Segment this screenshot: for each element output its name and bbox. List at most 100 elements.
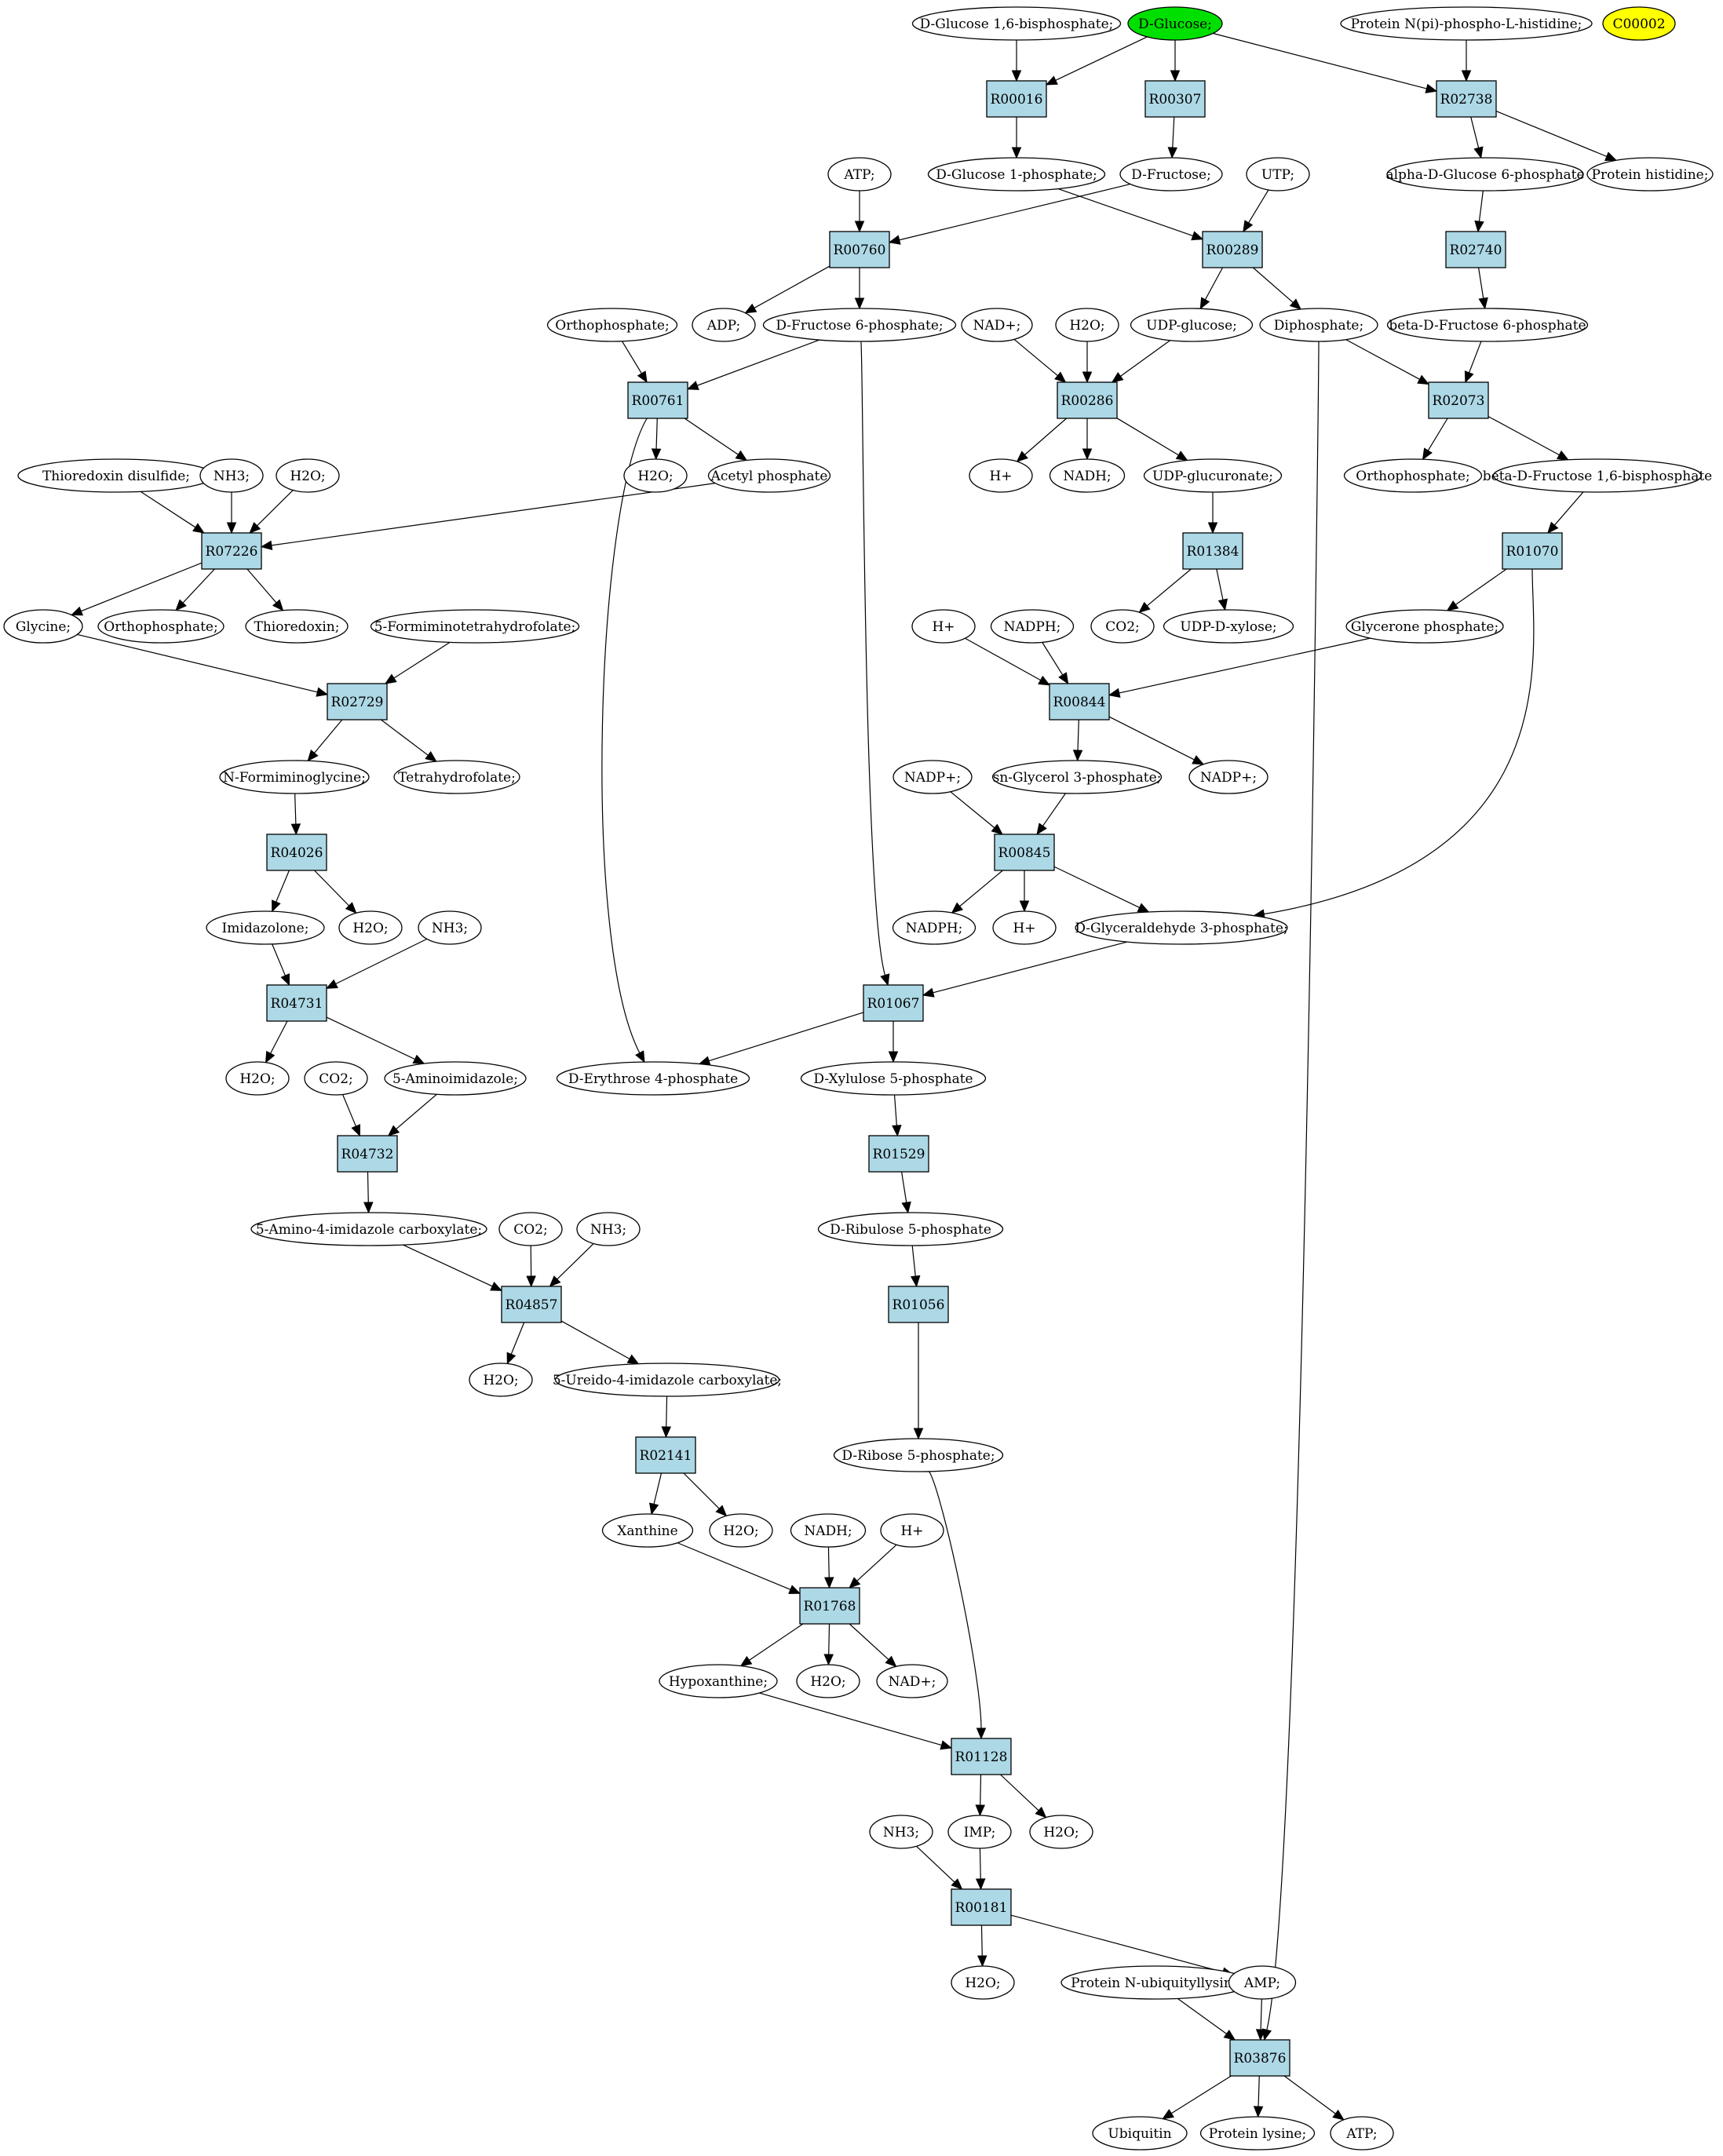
compound-node[interactable]: Thioredoxin; bbox=[245, 609, 349, 644]
compound-node[interactable]: NADH; bbox=[1049, 458, 1126, 493]
compound-node[interactable]: H+ bbox=[992, 910, 1057, 945]
compound-node[interactable]: H2O; bbox=[623, 458, 688, 493]
compound-node[interactable]: D-Fructose 6-phosphate; bbox=[762, 308, 957, 342]
reaction-node[interactable]: R00016 bbox=[986, 80, 1047, 118]
compound-node[interactable]: UDP-D-xylose; bbox=[1163, 609, 1294, 644]
compound-node[interactable]: UDP-glucose; bbox=[1130, 308, 1254, 342]
reaction-node[interactable]: R01384 bbox=[1182, 532, 1243, 570]
compound-node[interactable]: Orthophosphate; bbox=[97, 609, 225, 644]
compound-node[interactable]: Protein histidine; bbox=[1586, 157, 1714, 192]
compound-node[interactable]: CO2; bbox=[1090, 609, 1155, 644]
compound-node[interactable]: NH3; bbox=[576, 1212, 641, 1246]
compound-node[interactable]: Protein N(pi)-phospho-L-histidine; bbox=[1340, 6, 1593, 41]
reaction-node[interactable]: R04731 bbox=[266, 984, 327, 1022]
compound-node[interactable]: Orthophosphate; bbox=[1343, 458, 1483, 493]
compound-node[interactable]: Hypoxanthine; bbox=[659, 1664, 778, 1698]
compound-node[interactable]: Glycine; bbox=[3, 609, 83, 644]
reaction-node[interactable]: R00761 bbox=[627, 381, 688, 419]
compound-node[interactable]: IMP; bbox=[947, 1815, 1012, 1849]
reaction-node[interactable]: R01529 bbox=[868, 1135, 929, 1173]
compound-node[interactable]: H2O; bbox=[1029, 1815, 1093, 1849]
compound-node[interactable]: D-Glucose 1,6-bisphosphate; bbox=[911, 6, 1122, 41]
reaction-node[interactable]: R01128 bbox=[951, 1738, 1012, 1775]
compound-node[interactable]: sn-Glycerol 3-phosphate; bbox=[991, 760, 1163, 794]
reaction-node[interactable]: R04857 bbox=[501, 1286, 562, 1323]
compound-node[interactable]: C00002 bbox=[1602, 6, 1676, 41]
compound-node[interactable]: D-Glucose 1-phosphate; bbox=[927, 157, 1106, 192]
compound-node[interactable]: ATP; bbox=[1330, 2116, 1394, 2151]
reaction-node[interactable]: R01768 bbox=[799, 1587, 860, 1625]
compound-node[interactable]: NADPH; bbox=[990, 609, 1075, 644]
compound-node[interactable]: H+ bbox=[880, 1513, 944, 1548]
compound-node[interactable]: D-Glucose; bbox=[1127, 6, 1223, 41]
compound-node[interactable]: UDP-glucuronate; bbox=[1143, 458, 1283, 493]
compound-node[interactable]: N-Formiminoglycine; bbox=[219, 760, 370, 794]
compound-node[interactable]: NH3; bbox=[869, 1815, 933, 1849]
compound-node[interactable]: NADP+; bbox=[1188, 760, 1269, 794]
compound-node[interactable]: NADH; bbox=[790, 1513, 867, 1548]
reaction-node[interactable]: R00845 bbox=[994, 834, 1055, 871]
compound-node[interactable]: D-Fructose; bbox=[1119, 157, 1223, 192]
compound-node[interactable]: NAD+; bbox=[876, 1664, 948, 1698]
compound-node[interactable]: H2O; bbox=[709, 1513, 773, 1548]
compound-node[interactable]: beta-D-Fructose 6-phosphate bbox=[1386, 308, 1589, 342]
reaction-node[interactable]: R02073 bbox=[1428, 381, 1489, 419]
compound-node[interactable]: Acetyl phosphate bbox=[707, 458, 831, 493]
reaction-node[interactable]: R07226 bbox=[201, 532, 262, 570]
compound-node[interactable]: D-Ribose 5-phosphate; bbox=[833, 1438, 1004, 1472]
reaction-node[interactable]: R01070 bbox=[1502, 532, 1563, 570]
compound-node[interactable]: alpha-D-Glucose 6-phosphate bbox=[1385, 157, 1585, 192]
compound-node[interactable]: Orthophosphate; bbox=[546, 308, 678, 342]
reaction-node[interactable]: R00286 bbox=[1057, 381, 1118, 419]
compound-node[interactable]: NADP+; bbox=[893, 760, 973, 794]
compound-node[interactable]: H2O; bbox=[338, 910, 403, 945]
compound-node[interactable]: 5-Aminoimidazole; bbox=[384, 1061, 527, 1096]
compound-node[interactable]: ADP; bbox=[692, 308, 756, 342]
reaction-node[interactable]: R00760 bbox=[829, 231, 890, 268]
compound-node[interactable]: H2O; bbox=[796, 1664, 860, 1698]
reaction-node[interactable]: R04026 bbox=[266, 834, 327, 871]
compound-node[interactable]: NH3; bbox=[199, 458, 264, 493]
reaction-node[interactable]: R01056 bbox=[888, 1286, 949, 1323]
compound-node[interactable]: Ubiquitin bbox=[1092, 2116, 1188, 2151]
compound-node[interactable]: H+ bbox=[969, 458, 1033, 493]
compound-node[interactable]: NH3; bbox=[418, 910, 482, 945]
compound-node[interactable]: H2O; bbox=[951, 1965, 1015, 2000]
compound-node[interactable]: Diphosphate; bbox=[1259, 308, 1378, 342]
compound-node[interactable]: Glycerone phosphate; bbox=[1345, 609, 1504, 644]
reaction-node[interactable]: R02738 bbox=[1436, 80, 1497, 118]
reaction-node[interactable]: R00289 bbox=[1202, 231, 1263, 268]
compound-node[interactable]: AMP; bbox=[1228, 1965, 1297, 2000]
compound-node[interactable]: beta-D-Fructose 1,6-bisphosphate bbox=[1483, 458, 1712, 493]
compound-node[interactable]: H2O; bbox=[469, 1363, 533, 1397]
compound-node[interactable]: Thioredoxin disulfide; bbox=[17, 458, 215, 493]
compound-node[interactable]: D-Ribulose 5-phosphate bbox=[817, 1212, 1004, 1246]
compound-node[interactable]: 5-Amino-4-imidazole carboxylate; bbox=[250, 1212, 487, 1246]
compound-node[interactable]: H2O; bbox=[225, 1061, 290, 1096]
compound-node[interactable]: 5-Ureido-4-imidazole carboxylate; bbox=[553, 1363, 782, 1397]
reaction-node[interactable]: R00181 bbox=[951, 1888, 1012, 1926]
reaction-node[interactable]: R00307 bbox=[1144, 80, 1206, 118]
reaction-node[interactable]: R02740 bbox=[1445, 231, 1506, 268]
compound-node[interactable]: Imidazolone; bbox=[206, 910, 325, 945]
compound-node[interactable]: ATP; bbox=[827, 157, 892, 192]
compound-node[interactable]: Tetrahydrofolate; bbox=[393, 760, 520, 794]
reaction-node[interactable]: R04732 bbox=[337, 1135, 398, 1173]
compound-node[interactable]: D-Erythrose 4-phosphate bbox=[556, 1061, 750, 1096]
compound-node[interactable]: D-Glyceraldehyde 3-phosphate; bbox=[1075, 910, 1288, 945]
compound-node[interactable]: 5-Formiminotetrahydrofolate; bbox=[370, 609, 580, 644]
reaction-node[interactable]: R00844 bbox=[1049, 683, 1110, 720]
compound-node[interactable]: NAD+; bbox=[961, 308, 1033, 342]
compound-node[interactable]: H2O; bbox=[1055, 308, 1119, 342]
reaction-node[interactable]: R03876 bbox=[1229, 2039, 1290, 2077]
compound-node[interactable]: Xanthine bbox=[601, 1513, 694, 1548]
compound-node[interactable]: NADPH; bbox=[892, 910, 976, 945]
compound-node[interactable]: D-Xylulose 5-phosphate bbox=[800, 1061, 987, 1096]
compound-node[interactable]: CO2; bbox=[304, 1061, 368, 1096]
reaction-node[interactable]: R02729 bbox=[327, 683, 388, 720]
compound-node[interactable]: UTP; bbox=[1246, 157, 1310, 192]
compound-node[interactable]: Protein N-ubiquityllysine bbox=[1060, 1965, 1250, 2000]
compound-node[interactable]: H2O; bbox=[276, 458, 340, 493]
compound-node[interactable]: CO2; bbox=[498, 1212, 563, 1246]
compound-node[interactable]: H+ bbox=[911, 609, 976, 644]
